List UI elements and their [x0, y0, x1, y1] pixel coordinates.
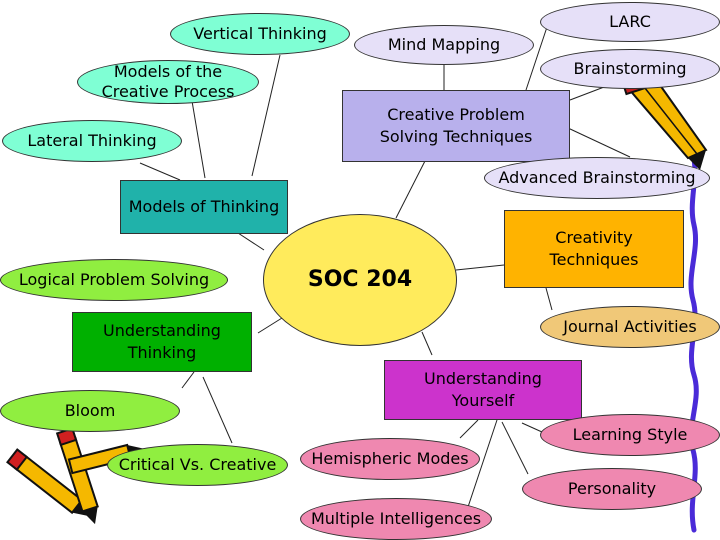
connector-center-uy — [421, 331, 433, 356]
brainstorming-node: Brainstorming — [540, 49, 720, 89]
hemispheric-modes-node: Hemispheric Modes — [300, 438, 480, 480]
pencils-icon — [6, 427, 143, 525]
connector-vertical — [251, 54, 281, 177]
critical-vs-creative-node: Critical Vs. Creative — [107, 444, 288, 486]
connector-lateral — [139, 162, 181, 181]
connector-center-cps — [395, 160, 426, 219]
connector-advanced — [567, 127, 631, 158]
advanced-brainstorming-node: Advanced Brainstorming — [484, 157, 710, 199]
learning-style-node: Learning Style — [540, 414, 720, 456]
connector-learning — [521, 422, 543, 433]
connector-center-models — [237, 232, 265, 251]
models-of-thinking-box: Models of Thinking — [120, 180, 288, 234]
connector-larc — [525, 23, 549, 91]
personality-node: Personality — [522, 468, 702, 510]
logical-problem-solving-node: Logical Problem Solving — [0, 259, 228, 301]
center-node: SOC 204 — [263, 214, 457, 346]
mind-mapping-node: Mind Mapping — [354, 25, 534, 65]
lateral-thinking-node: Lateral Thinking — [2, 120, 182, 162]
journal-activities-node: Journal Activities — [540, 306, 720, 348]
models-creative-process-node: Models of the Creative Process — [77, 60, 259, 104]
connector-hemispheric — [459, 419, 479, 439]
wavy-line — [688, 147, 699, 533]
creative-problem-solving-box: Creative Problem Solving Techniques — [342, 90, 570, 162]
connector-critical — [202, 376, 233, 444]
larc-node: LARC — [540, 2, 720, 42]
bloom-node: Bloom — [0, 390, 180, 432]
multiple-intelligences-node: Multiple Intelligences — [300, 498, 492, 540]
connector-bloom — [181, 371, 195, 389]
vertical-thinking-node: Vertical Thinking — [170, 13, 350, 55]
connector-models-creative — [191, 100, 206, 179]
connector-journal — [545, 287, 553, 311]
connector-personality — [501, 421, 529, 475]
connector-multiple — [466, 419, 498, 511]
connector-center-ut — [257, 317, 283, 334]
understanding-thinking-box: Understanding Thinking — [72, 312, 252, 372]
creativity-techniques-box: Creativity Techniques — [504, 210, 684, 288]
connector-center-ct — [455, 264, 505, 271]
understanding-yourself-box: Understanding Yourself — [384, 360, 582, 420]
